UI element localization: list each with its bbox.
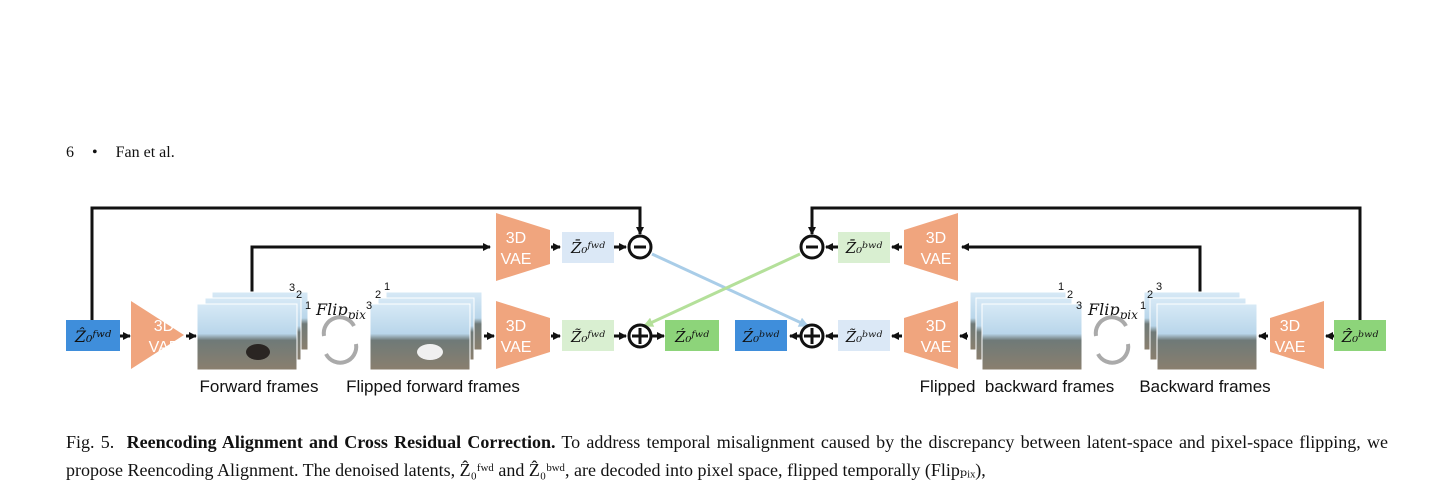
- header-authors: Fan et al.: [115, 144, 175, 161]
- label-backward-frames: Backward frames: [1139, 377, 1270, 396]
- vae-encoder-right-bottom: [904, 301, 958, 369]
- svg-text:3: 3: [366, 300, 372, 312]
- vae-decoder-right: [1270, 301, 1324, 369]
- running-header: 6 • Fan et al.: [66, 144, 189, 162]
- vae-decoder-left-bottom: VAE: [149, 339, 180, 356]
- figure-diagram: Ẑ₀ᶠʷᵈ 3D VAE 3 2 1 Forward frames Flippi…: [66, 206, 1386, 396]
- svg-text:VAE: VAE: [921, 251, 952, 268]
- svg-text:1: 1: [1058, 281, 1064, 293]
- svg-text:1: 1: [1140, 300, 1146, 312]
- svg-text:3: 3: [1156, 281, 1162, 293]
- caption-title: Reencoding Alignment and Cross Residual …: [126, 432, 556, 452]
- cross-green-line: [643, 252, 801, 328]
- flip-left-label: Flippix: [315, 300, 366, 322]
- svg-text:2: 2: [296, 289, 302, 301]
- svg-text:Z̃₀ᶠʷᵈ: Z̃₀ᶠʷᵈ: [570, 328, 605, 346]
- svg-text:2: 2: [375, 289, 381, 301]
- svg-text:Ź₀ᵇʷᵈ: Ź₀ᵇʷᵈ: [742, 328, 780, 346]
- vae-decoder-left: [131, 301, 184, 369]
- svg-text:VAE: VAE: [501, 339, 532, 356]
- output-bwd-box: [735, 320, 787, 351]
- label-flipped-backward-frames: Flipped backward frames: [920, 377, 1115, 396]
- svg-text:3: 3: [1076, 300, 1082, 312]
- backward-frames-stack: 1 2 3: [1140, 281, 1258, 371]
- left-mid-feedback-line: [250, 243, 491, 292]
- cross-blue-line: [651, 252, 809, 328]
- vae-encoder-right-top: [904, 213, 958, 281]
- output-fwd-box: [665, 320, 719, 351]
- left-top-feedback-line: [90, 206, 644, 320]
- svg-text:3D: 3D: [1280, 318, 1300, 335]
- forward-frames-stack: 3 2 1: [196, 282, 311, 371]
- caption-fig-label: Fig. 5.: [66, 432, 115, 452]
- input-latent-fwd-label: Ẑ₀ᶠʷᵈ: [74, 326, 112, 346]
- svg-text:VAE: VAE: [921, 339, 952, 356]
- svg-text:Z̃₀ᵇʷᵈ: Z̃₀ᵇʷᵈ: [845, 328, 883, 346]
- right-mid-feedback-line: [961, 243, 1202, 292]
- flipped-backward-frames-stack: 1 2 3: [969, 281, 1083, 371]
- latent-bar-bwd-box: [838, 232, 890, 263]
- label-forward-frames: Forward frames: [199, 377, 318, 396]
- caption-body: To address temporal misalignment caused …: [66, 432, 1388, 480]
- latent-tilde-fwd-box: [562, 320, 614, 351]
- vae-encoder-left-bottom: [496, 301, 550, 369]
- input-latent-fwd-box: [66, 320, 120, 351]
- flip-right-label: Flippix: [1087, 300, 1138, 322]
- vae-decoder-left-top: 3D: [154, 318, 174, 335]
- svg-text:1: 1: [384, 281, 390, 293]
- label-flipped-forward-frames: Flipped forward frames: [346, 377, 520, 396]
- vae-encoder-left-top: [496, 213, 550, 281]
- svg-text:Z̄₀ᵇʷᵈ: Z̄₀ᵇʷᵈ: [845, 239, 883, 257]
- svg-text:1: 1: [305, 300, 311, 312]
- svg-text:3D: 3D: [506, 230, 526, 247]
- svg-text:Ź₀ᶠʷᵈ: Ź₀ᶠʷᵈ: [674, 328, 709, 346]
- svg-text:3D: 3D: [926, 318, 946, 335]
- svg-text:Z̄₀ᶠʷᵈ: Z̄₀ᶠʷᵈ: [570, 239, 605, 257]
- figure-caption: Fig. 5. Reencoding Alignment and Cross R…: [66, 428, 1388, 484]
- input-latent-bwd-box: [1334, 320, 1386, 351]
- svg-text:3D: 3D: [506, 318, 526, 335]
- flip-left-cycle-icon: [321, 315, 359, 365]
- page-number: 6: [66, 144, 74, 161]
- svg-text:2: 2: [1147, 289, 1153, 301]
- latent-tilde-bwd-box: [838, 320, 890, 351]
- header-bullet: •: [92, 144, 98, 161]
- right-top-feedback-line: [808, 206, 1362, 320]
- flip-right-cycle-icon: [1093, 315, 1131, 365]
- svg-text:2: 2: [1067, 289, 1073, 301]
- svg-text:VAE: VAE: [501, 251, 532, 268]
- latent-bar-fwd-box: [562, 232, 614, 263]
- svg-text:3: 3: [289, 282, 295, 294]
- flipped-forward-frames-stack: 1 2 3: [366, 281, 483, 371]
- svg-text:VAE: VAE: [1275, 339, 1306, 356]
- svg-text:3D: 3D: [926, 230, 946, 247]
- svg-text:Ẑ₀ᵇʷᵈ: Ẑ₀ᵇʷᵈ: [1341, 328, 1379, 346]
